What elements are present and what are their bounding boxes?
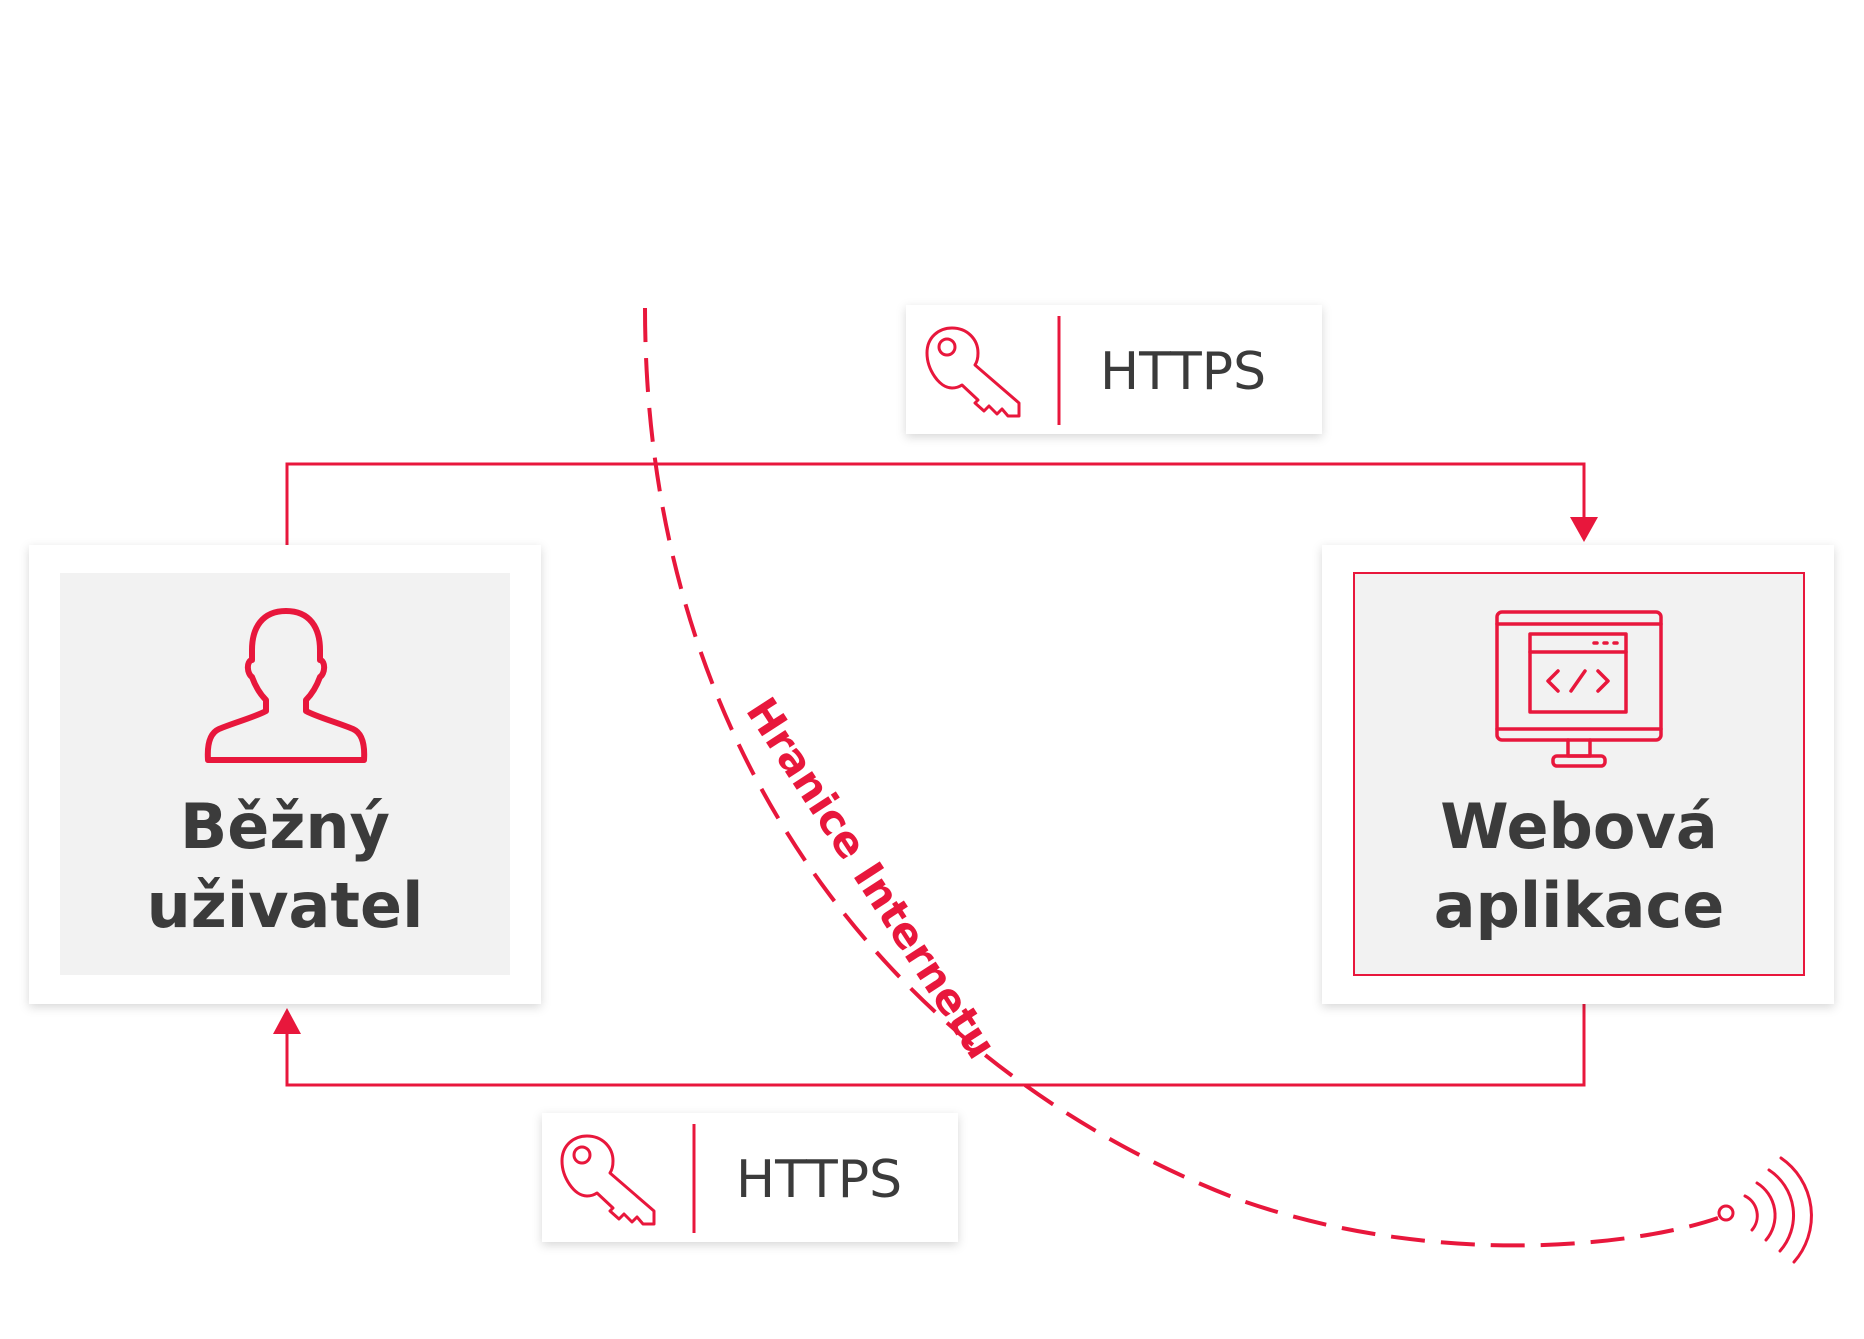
wifi-signal-icon (1717, 1156, 1813, 1264)
arrow-down-icon (1570, 517, 1598, 542)
app-label-line2: aplikace (1434, 869, 1725, 942)
user-label-line2: uživatel (147, 869, 424, 942)
key-icon (560, 1134, 656, 1226)
connection-top (285, 462, 1598, 545)
https-label-bottom: HTTPS (542, 1113, 958, 1242)
app-label-line1: Webová (1440, 790, 1717, 863)
monitor-code-icon (1495, 610, 1663, 768)
https-label-bottom-text: HTTPS (736, 1150, 902, 1210)
arrow-up-icon (273, 1008, 301, 1034)
user-box: Běžný uživatel (29, 545, 541, 1004)
connection-bottom (273, 1004, 1586, 1087)
app-box: Webová aplikace (1322, 545, 1834, 1004)
user-icon (204, 608, 368, 763)
https-label-top-text: HTTPS (1100, 342, 1266, 402)
boundary-label: Hranice Internetu (737, 689, 1007, 1068)
https-label-top: HTTPS (906, 305, 1322, 434)
key-icon (925, 326, 1021, 418)
internet-boundary-line (643, 307, 1719, 1248)
user-label-line1: Běžný (180, 790, 390, 863)
